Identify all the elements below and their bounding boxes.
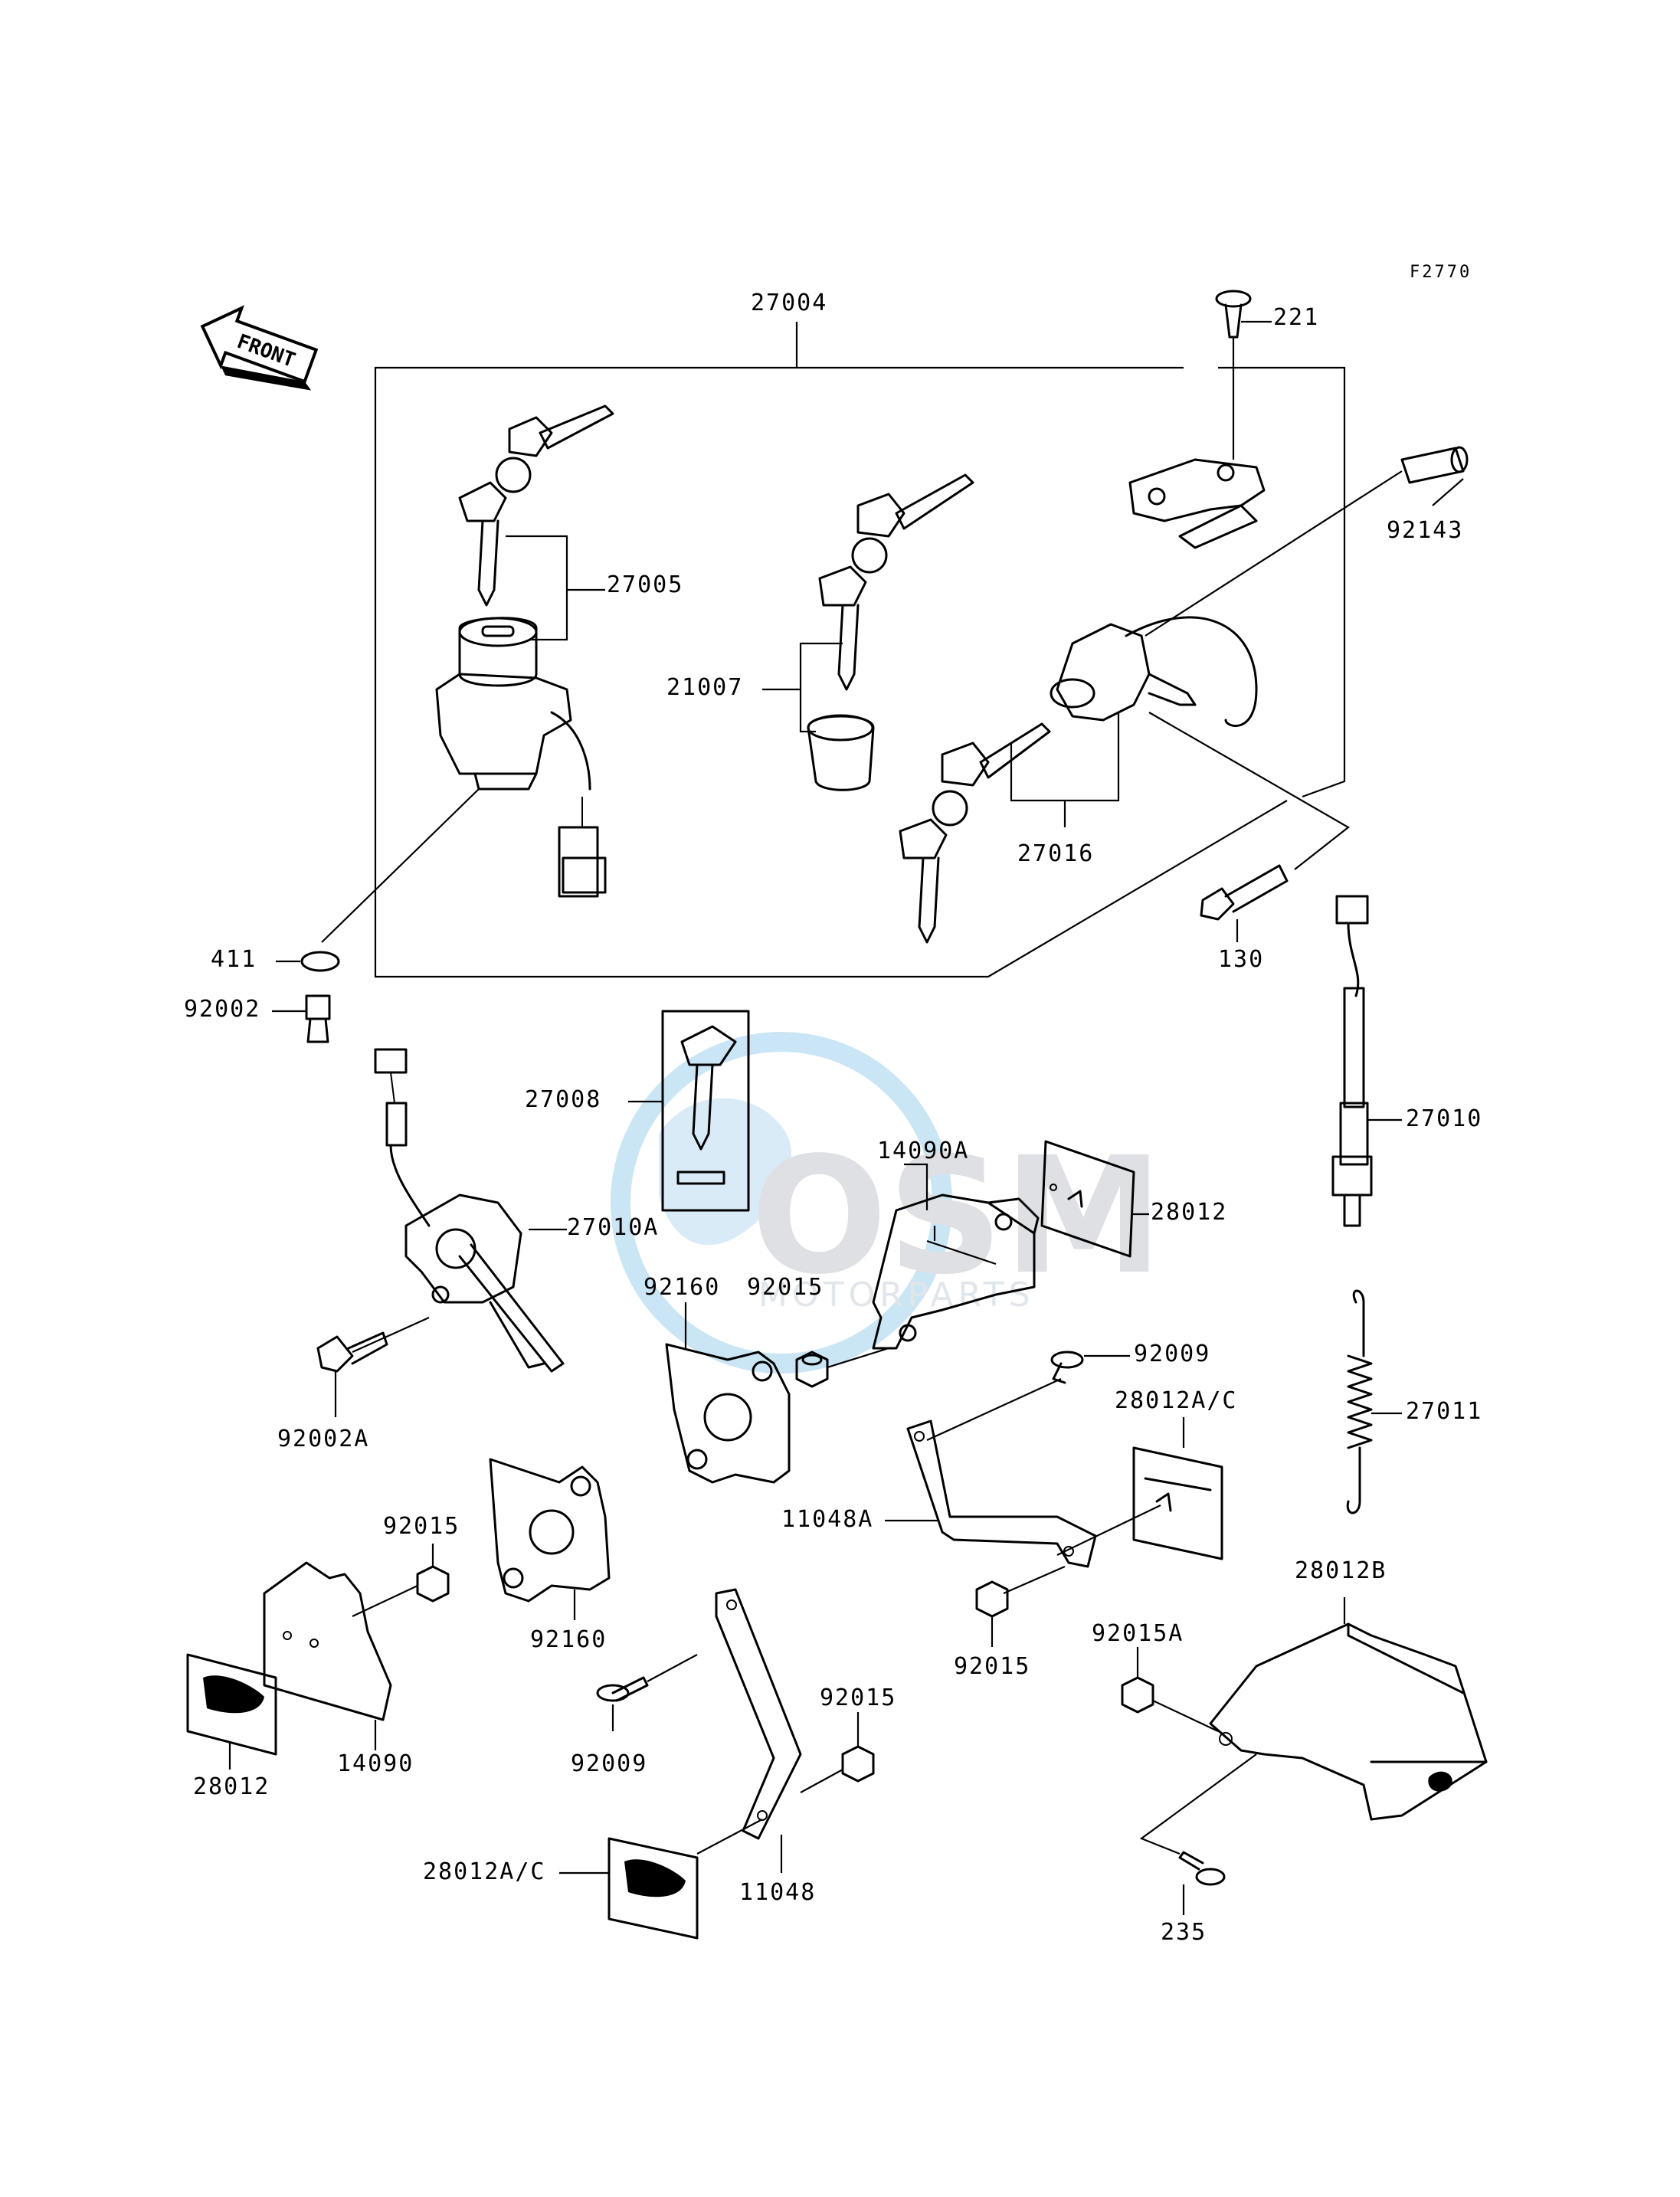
screw-235 [1178,1851,1226,1886]
nut-92015-upper [795,1351,829,1388]
switch-27010A [374,1048,565,1373]
label-28012B: 28012B [1295,1557,1387,1584]
label-92015A: 92015A [1092,1620,1184,1647]
label-130: 130 [1218,946,1264,973]
tail-light-28012B [1209,1622,1488,1821]
nut-92015-right [975,1580,1009,1618]
label-27008: 27008 [525,1086,601,1113]
label-27010: 27010 [1406,1105,1482,1132]
screw-92009-upper [1050,1351,1084,1384]
cable-end-92143 [1400,446,1469,484]
watermark: OSM MOTORPARTS [611,1032,1164,1374]
label-28012-upper: 28012 [1151,1199,1227,1226]
label-92015-upper: 92015 [747,1274,824,1301]
washer-411 [300,951,340,972]
reflector-28012-upper [1040,1140,1135,1258]
bolt-92002 [305,994,331,1043]
label-92002: 92002 [184,996,260,1023]
bolt-92002A [316,1331,388,1373]
label-92009-upper: 92009 [1134,1341,1210,1367]
label-21007: 21007 [666,674,743,701]
bracket-14090A [872,1193,1040,1350]
label-92015-right: 92015 [954,1653,1030,1680]
label-92002A: 92002A [277,1426,369,1452]
label-27010A: 27010A [567,1214,659,1241]
label-11048: 11048 [739,1879,816,1906]
screw-221 [1215,290,1252,339]
label-92009-lower: 92009 [571,1750,647,1777]
nut-92015-left [416,1565,450,1603]
lock-bracket [1128,458,1266,549]
label-28012-lower: 28012 [193,1773,270,1800]
label-221: 221 [1273,304,1319,331]
label-28012AC-right: 28012A/C [1115,1387,1238,1414]
key-card-27008 [661,1010,750,1212]
nut-92015-lower [841,1745,875,1783]
label-92160-lower: 92160 [530,1626,607,1653]
bracket-11048A [906,1419,1097,1568]
bracket-11048 [715,1588,802,1840]
spring-27011 [1346,1289,1373,1514]
front-arrow-icon: FRONT [200,305,319,391]
key-pair-27005 [458,404,614,607]
reflector-28012AC-lower [607,1837,699,1940]
label-27011: 27011 [1406,1398,1482,1425]
label-27004: 27004 [751,290,827,316]
plate-92160-center [665,1343,791,1484]
label-28012AC-lower: 28012A/C [423,1858,546,1885]
label-27005: 27005 [607,571,683,598]
kit-frame [1218,366,1346,798]
nut-92015A [1121,1676,1154,1714]
screw-92009-lower [596,1676,649,1702]
label-14090A: 14090A [877,1138,969,1164]
reflector-28012-lower [186,1653,277,1756]
label-92143: 92143 [1387,517,1463,544]
label-411: 411 [211,946,257,973]
label-92015-left: 92015 [383,1513,460,1540]
label-14090: 14090 [337,1750,414,1777]
seat-lock-27016 [1050,616,1258,728]
label-92160-center: 92160 [644,1274,720,1301]
key-pair-27016 [899,722,1051,944]
bracket-14090 [263,1561,392,1721]
label-11048A: 11048A [781,1506,873,1533]
watermark-sub: MOTORPARTS [758,1275,1035,1315]
plate-92160-lower [489,1458,611,1603]
label-235: 235 [1161,1919,1207,1946]
label-27016: 27016 [1017,840,1094,867]
part-labels: 27004 221 92143 27005 21007 27016 411 13… [184,290,1482,1946]
switch-27010 [1331,895,1373,1227]
bolt-130 [1200,864,1289,921]
figure-code: F2770 [1410,263,1472,282]
watermark-brand: OSM [751,1122,1164,1310]
ignition-switch [435,617,607,898]
reflector-28012AC-right [1132,1446,1223,1560]
label-92015-lower: 92015 [820,1685,896,1711]
key-pair-21007 [807,473,974,791]
